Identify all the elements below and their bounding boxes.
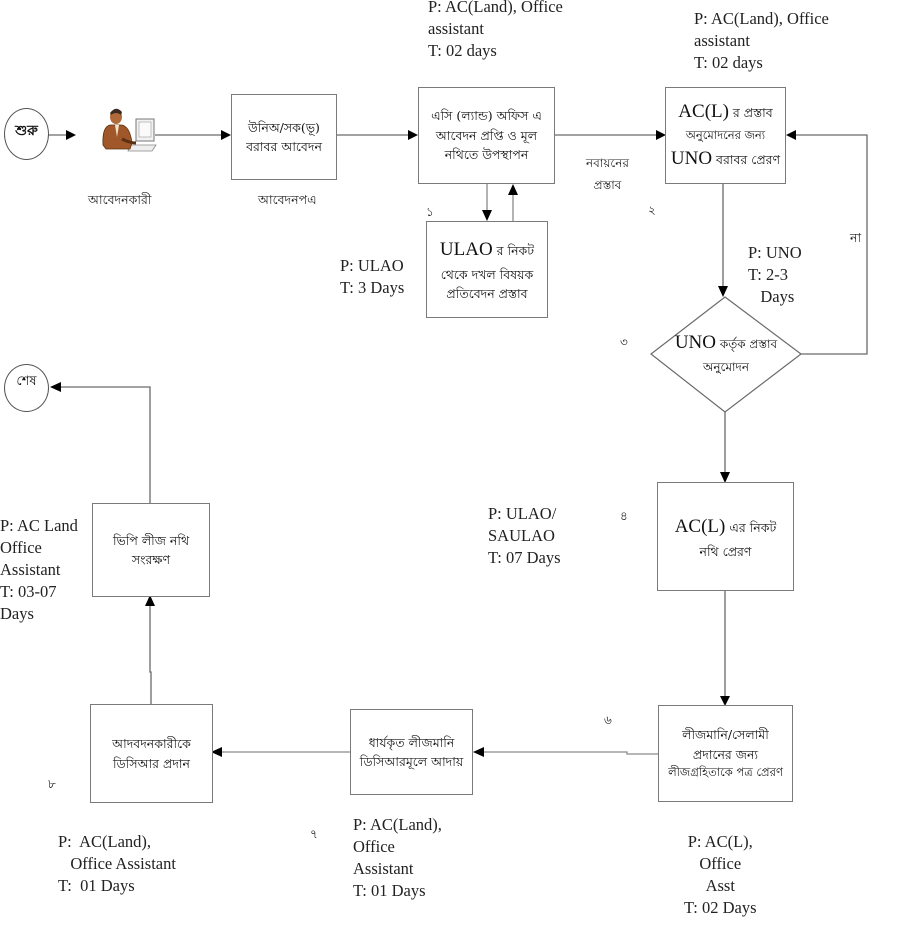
arrowhead [221, 130, 231, 140]
arrowhead [718, 286, 728, 297]
person-at-computer-icon [100, 105, 158, 160]
node-acl-file-send[interactable]: AC(L) এর নিকট নথি প্রেরণ [657, 482, 794, 591]
node-line: প্রদানের জন্য [692, 746, 759, 762]
node-latin: ULAO [439, 239, 493, 261]
arrowhead [66, 130, 76, 140]
edge-label-line: প্রস্তাব [593, 178, 622, 192]
node-collect-lease-money[interactable]: ধার্যকৃত লীজমানি ডিসিআরমূলে আদায় [350, 709, 473, 795]
applicant-caption: আবেদনকারী [88, 192, 152, 207]
start-terminal: শুরু [4, 108, 49, 160]
edge-label-renewal: নবায়নের প্রস্তাব [586, 152, 629, 196]
arrowhead [211, 747, 222, 757]
arrowhead [786, 130, 796, 140]
arrowhead [482, 210, 492, 221]
annotation-preserve: P: AC Land Office Assistant T: 03-07 Day… [0, 516, 78, 623]
node-line: র নিকট [492, 243, 535, 259]
end-label: শেষ [16, 374, 37, 389]
step-number-2: ২ [648, 203, 656, 217]
node-line: আদবদনকারীকে [112, 736, 191, 752]
annotation-aclproposal: P: AC(Land), Office assistant T: 02 days [694, 9, 829, 72]
end-terminal: শেষ [4, 364, 49, 412]
node-line: নথিতে উপস্থাপন [444, 147, 529, 163]
step-number-8: ৮ [48, 777, 56, 791]
node-acland-office[interactable]: এসি (ল্যান্ড) অফিস এ আবেদন প্রপ্তি ও মূল… [418, 87, 555, 184]
node-latin: UNO [670, 148, 713, 170]
node-acl-proposal[interactable]: AC(L) র প্রস্তাব অনুমোদনের জন্য UNO বরাব… [665, 87, 786, 184]
node-line: বরাবর আবেদন [246, 139, 322, 154]
arrowhead [508, 184, 518, 195]
annotation-collect: P: AC(Land), Office Assistant T: 01 Days [353, 815, 442, 900]
annotation-ulao: P: ULAO T: 3 Days [340, 256, 405, 297]
annotation-acland: P: AC(Land), Office assistant T: 02 days [428, 0, 563, 60]
node-line: আবেদন প্রপ্তি ও মূল [435, 127, 538, 143]
node-latin: AC(L) [674, 516, 726, 538]
edge-preserve-to-end [60, 386, 151, 503]
arrowhead [408, 130, 418, 140]
edge-givedcr-to-preserve [149, 605, 152, 704]
node-apply-to-uno[interactable]: উনিঅ/সক(ভূ) বরাবর আবেদন [231, 94, 337, 180]
node-line: ভিপি লীজ নথি [112, 532, 190, 548]
node-line: এসি (ল্যান্ড) অফিস এ [431, 108, 542, 124]
node-line: নথি প্রেরণ [699, 543, 752, 559]
node-line: থেকে দখল বিষয়ক [440, 266, 534, 282]
node-preserve-file[interactable]: ভিপি লীজ নথি সংরক্ষণ [92, 503, 210, 597]
annotation-filesend: P: ULAO/ SAULAO T: 07 Days [488, 504, 561, 567]
step-number-1: ১ [426, 205, 434, 219]
application-caption: আবেদনপএ [258, 192, 317, 207]
node-lease-letter[interactable]: লীজমানি/সেলামী প্রদানের জন্য লীজগ্রহিতাক… [658, 705, 793, 802]
step-number-6: ৬ [604, 713, 612, 727]
edge-label-line: নবায়নের [586, 156, 629, 170]
start-label: শুরু [15, 123, 38, 139]
arrowhead [720, 696, 730, 706]
arrowhead [50, 382, 61, 392]
node-latin: AC(L) [678, 101, 729, 123]
node-line: লীজমানি/সেলামী [682, 727, 769, 743]
arrowhead [145, 595, 155, 606]
step-number-3: ৩ [620, 335, 628, 349]
node-give-dcr[interactable]: আদবদনকারীকে ডিসিআর প্রদান [90, 704, 213, 803]
node-line: ডিসিআরমূলে আদায় [359, 754, 464, 769]
node-line: লীজগ্রহিতাকে পত্র প্রেরণ [668, 764, 783, 779]
annotation-givedcr: P: AC(Land), Office Assistant T: 01 Days [58, 832, 176, 895]
edge-leaseletter-to-collect [484, 751, 658, 755]
step-number-4: ৪ [620, 509, 628, 523]
edge-label-no: না [850, 230, 862, 245]
node-line: কর্তৃক প্রস্তাব [716, 337, 778, 351]
node-line: ধার্যকৃত লীজমানি [368, 734, 455, 750]
edge-decision-no-loop [795, 134, 868, 355]
node-line: বরাবর প্রেরণ [712, 152, 781, 168]
annotation-leaseletter: P: AC(L), Office Asst T: 02 Days [684, 832, 757, 917]
annotation-uno: P: UNO T: 2-3 Days [748, 243, 802, 306]
arrowhead [473, 747, 484, 757]
node-line: উনিঅ/সক(ভূ) [248, 119, 320, 135]
arrowhead [656, 130, 666, 140]
node-line: প্রতিবেদন প্রস্তাব [446, 286, 528, 302]
node-line: অনুমোদনের জন্য [685, 127, 766, 142]
node-line: এর নিকট [725, 520, 777, 536]
node-line: র প্রস্তাব [728, 105, 773, 121]
node-latin: UNO [674, 332, 716, 353]
node-line: সংরক্ষণ [131, 552, 171, 567]
node-line: অনুমোদন [703, 360, 749, 375]
node-ulao-report[interactable]: ULAO র নিকট থেকে দখল বিষয়ক প্রতিবেদন প্… [426, 221, 548, 318]
node-uno-decision[interactable]: UNO কর্তৃক প্রস্তাব অনুমোদন [662, 328, 790, 378]
arrowhead [720, 472, 730, 483]
step-number-7: ৭ [310, 827, 318, 841]
node-line: ডিসিআর প্রদান [112, 755, 190, 771]
